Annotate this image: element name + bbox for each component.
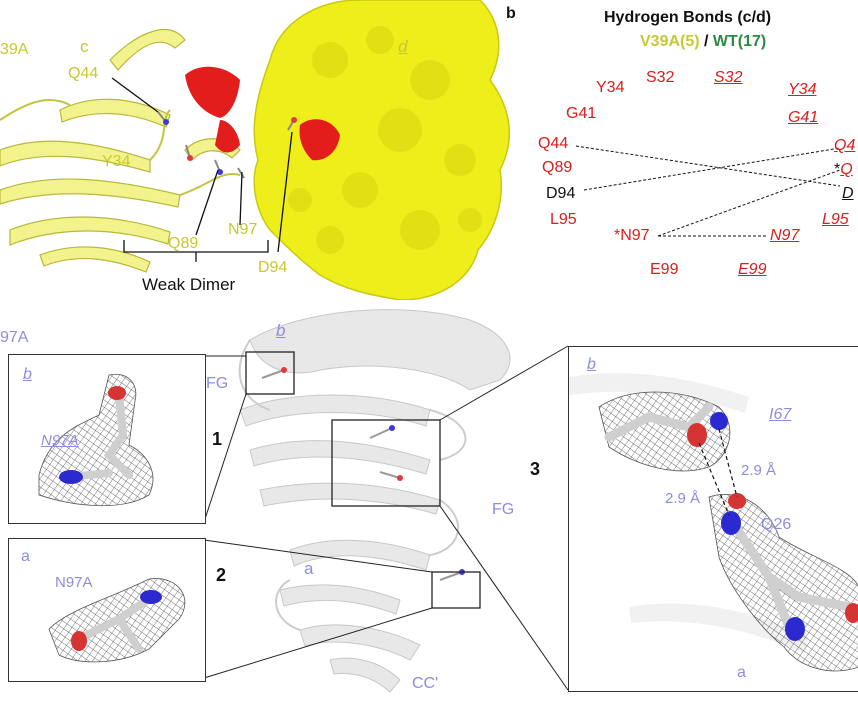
residue-q44-label: Q44 bbox=[68, 65, 99, 82]
residue-d94-label: D94 bbox=[258, 259, 288, 276]
residue-q89-label: Q89 bbox=[168, 235, 199, 252]
subtitle-wildtype: WT(17) bbox=[712, 33, 767, 50]
right-residue-l95: L95 bbox=[822, 211, 849, 228]
left-residue-d94: D94 bbox=[546, 185, 576, 202]
inset-2-number: 2 bbox=[216, 565, 227, 585]
inset-3-residue-q26-label: Q26 bbox=[761, 516, 792, 533]
hbond-subtitle: V39A(5) / WT(17) bbox=[640, 34, 766, 50]
fg-loop-right-label: FG bbox=[492, 501, 515, 518]
fg-loop-top-label: FG bbox=[206, 375, 229, 392]
inset-1-density-graphic bbox=[38, 373, 154, 507]
inset-3-residue-i67-label: I67 bbox=[769, 406, 792, 423]
inset-2-residue-label: N97A bbox=[55, 574, 93, 591]
right-residue-e99: E99 bbox=[738, 261, 767, 278]
panel-a: 39A c d Q44 Y34 Q89 N97 D94 Weak Dimer bbox=[0, 0, 520, 300]
chain-cut-label: 97A bbox=[0, 329, 29, 346]
inset-1-residue-label: N97A bbox=[41, 432, 79, 449]
right-residue-s32: S32 bbox=[714, 69, 743, 86]
inset-2: a N97A bbox=[8, 538, 206, 682]
inset-1-number: 1 bbox=[212, 429, 223, 449]
left-residue-y34: Y34 bbox=[596, 79, 625, 96]
cc-prime-label: CC' bbox=[412, 675, 439, 692]
inset-3-distance-2: 2.9 Å bbox=[665, 490, 701, 507]
inset-2-chain-label: a bbox=[21, 548, 30, 565]
hbond-lines bbox=[575, 145, 841, 237]
chain-c-label: c bbox=[80, 37, 89, 56]
panel-b-letter: b bbox=[506, 5, 516, 22]
right-residue-d: D bbox=[842, 185, 854, 202]
left-residue-l95: L95 bbox=[550, 211, 577, 228]
left-residue-n97: *N97 bbox=[614, 227, 650, 244]
left-residue-q89: Q89 bbox=[542, 159, 573, 176]
panel-a-structure-graphic bbox=[0, 0, 510, 300]
right-residue-n97: N97 bbox=[770, 227, 800, 244]
subtitle-separator: / bbox=[699, 33, 713, 50]
panel-c: 97A b FG FG a CC' 1 2 3 b N97A bbox=[0, 300, 858, 704]
inset-3-density-graphic bbox=[569, 373, 858, 672]
right-residue-q44: Q4 bbox=[834, 137, 856, 154]
chain-cut-label: 39A bbox=[0, 41, 29, 58]
residue-y34-label: Y34 bbox=[102, 153, 131, 170]
inset-2-density-graphic bbox=[48, 578, 186, 663]
left-residue-g41: G41 bbox=[566, 105, 597, 122]
chain-a-label: a bbox=[304, 559, 314, 578]
chain-b-label: b bbox=[276, 321, 286, 340]
inset-3-distance-1: 2.9 Å bbox=[741, 462, 777, 479]
panel-c-structure-graphic bbox=[203, 309, 569, 693]
inset-3-number: 3 bbox=[530, 459, 541, 479]
right-residue-q-text: Q bbox=[840, 161, 853, 178]
right-residue-q-star: * bbox=[834, 161, 841, 178]
inset-1-chain-label: b bbox=[23, 366, 32, 383]
residue-n97-label: N97 bbox=[228, 221, 258, 238]
subtitle-mutant: V39A(5) bbox=[640, 33, 700, 50]
panel-b: b Hydrogen Bonds (c/d) V39A(5) / WT(17) … bbox=[500, 0, 858, 300]
inset-3: b I67 2.9 Å 2.9 Å Q26 a bbox=[568, 346, 858, 692]
chain-d-label: d bbox=[398, 37, 408, 56]
left-residue-e99: E99 bbox=[650, 261, 679, 278]
inset-1: b N97A bbox=[8, 354, 206, 524]
right-residue-q: *Q bbox=[834, 162, 853, 178]
inset-3-chain-b-label: b bbox=[587, 356, 596, 373]
left-residue-q44: Q44 bbox=[538, 135, 569, 152]
weak-dimer-label: Weak Dimer bbox=[142, 275, 236, 294]
right-residue-y34: Y34 bbox=[788, 81, 817, 98]
right-residue-g41: G41 bbox=[788, 109, 819, 126]
left-residue-s32: S32 bbox=[646, 69, 675, 86]
hbond-title: Hydrogen Bonds (c/d) bbox=[604, 9, 772, 26]
inset-3-chain-a-label: a bbox=[737, 664, 746, 681]
